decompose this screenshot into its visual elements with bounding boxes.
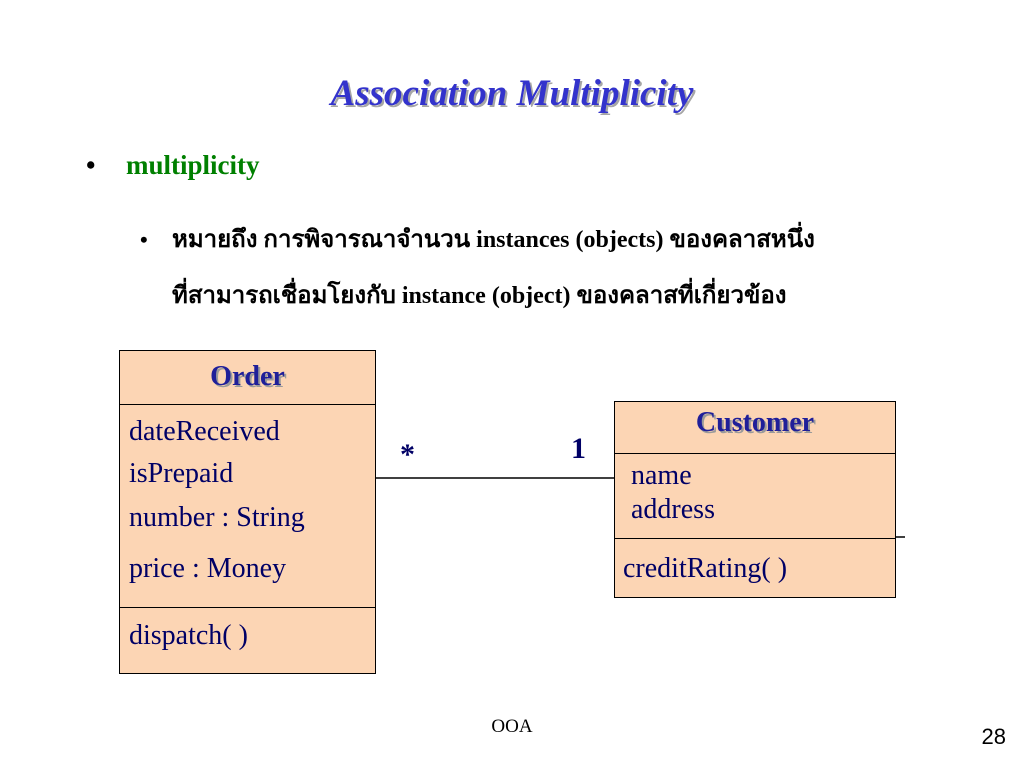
customer-operations-section: creditRating( ) <box>615 538 895 597</box>
bullet-level2-text: หมายถึง การพิจารณาจำนวน instances (objec… <box>172 212 972 324</box>
bullet-level1-text: multiplicity <box>126 150 260 180</box>
customer-class-name: Customer <box>695 407 815 438</box>
multiplicity-order-end: * <box>400 438 415 471</box>
customer-attributes-section: name address <box>615 453 895 538</box>
customer-attribute: name <box>631 460 692 491</box>
bullet-level2-line-2: ที่สามารถเชื่อมโยงกับ instance (object) … <box>172 283 787 309</box>
order-attribute: dateReceived <box>129 416 280 447</box>
order-name-section: Order <box>120 351 375 404</box>
customer-name-section: Customer <box>615 402 895 453</box>
bullet-level2-line-1: หมายถึง การพิจารณาจำนวน instances (objec… <box>172 227 815 253</box>
multiplicity-customer-end: 1 <box>571 432 586 465</box>
order-attributes-section: dateReceived isPrepaid number : String p… <box>120 404 375 607</box>
order-attribute: isPrepaid <box>129 458 234 489</box>
bullet-dot: • <box>140 227 148 252</box>
customer-operation: creditRating( ) <box>623 553 788 584</box>
customer-class: Customer name address creditRating( ) <box>614 401 896 598</box>
bullet-dot: • <box>86 150 96 180</box>
customer-attribute: address <box>631 494 715 525</box>
footer-text: OOA <box>491 716 533 737</box>
order-operations-section: dispatch( ) <box>120 607 375 673</box>
order-operation: dispatch( ) <box>129 620 248 651</box>
order-attribute: price : Money <box>129 553 287 584</box>
order-class-name: Order <box>210 361 285 392</box>
page-number: 28 <box>981 724 1006 749</box>
order-class: Order dateReceived isPrepaid number : St… <box>119 350 376 674</box>
order-attribute: number : String <box>129 502 305 533</box>
slide-title: Association Multiplicity <box>330 73 694 114</box>
